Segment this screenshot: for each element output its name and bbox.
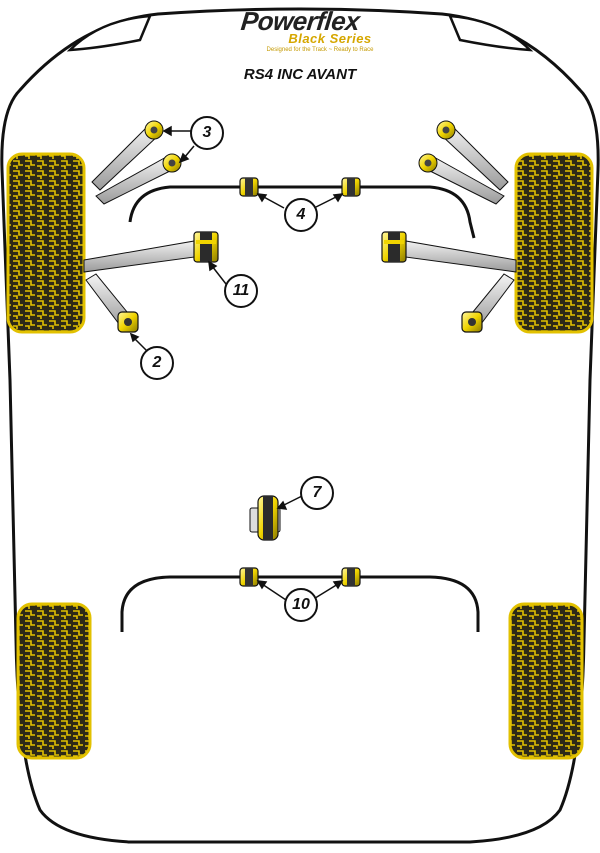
brand-logo: Powerflex Black Series Designed for the …: [0, 6, 600, 53]
callout-2: 2: [140, 346, 174, 380]
bush-front-left-wishbone: [117, 311, 139, 333]
brand-tagline: Designed for the Track ~ Ready to Race: [266, 47, 374, 53]
bush-gearbox-mount: [249, 495, 281, 541]
right-corner-shape: [448, 14, 534, 52]
bush-front-left-lower-arm: [193, 231, 219, 263]
front-anti-roll-bar: [128, 185, 476, 239]
rear-anti-roll-bar: [120, 575, 480, 632]
left-corner-shape: [66, 14, 152, 52]
callout-7: 7: [300, 476, 334, 510]
bush-rear-arb-right: [341, 567, 361, 587]
brand-series: Black Series: [288, 31, 372, 46]
callout-4: 4: [284, 198, 318, 232]
bush-front-right-wishbone: [461, 311, 483, 333]
callout-11: 11: [224, 274, 258, 308]
callout-10: 10: [284, 588, 318, 622]
front-right-upper-links: [418, 120, 509, 205]
rear-left-tyre: [16, 602, 92, 760]
front-left-tyre: [6, 152, 86, 334]
bush-front-arb-left: [239, 177, 259, 197]
bush-rear-arb-left: [239, 567, 259, 587]
callout-3: 3: [190, 116, 224, 150]
rear-right-tyre: [508, 602, 584, 760]
bush-front-arb-right: [341, 177, 361, 197]
front-left-upper-links: [91, 120, 182, 205]
front-right-tyre: [514, 152, 594, 334]
model-title: RS4 INC AVANT: [243, 66, 357, 83]
bush-front-right-lower-arm: [381, 231, 407, 263]
brand-name: Powerflex: [239, 6, 361, 36]
